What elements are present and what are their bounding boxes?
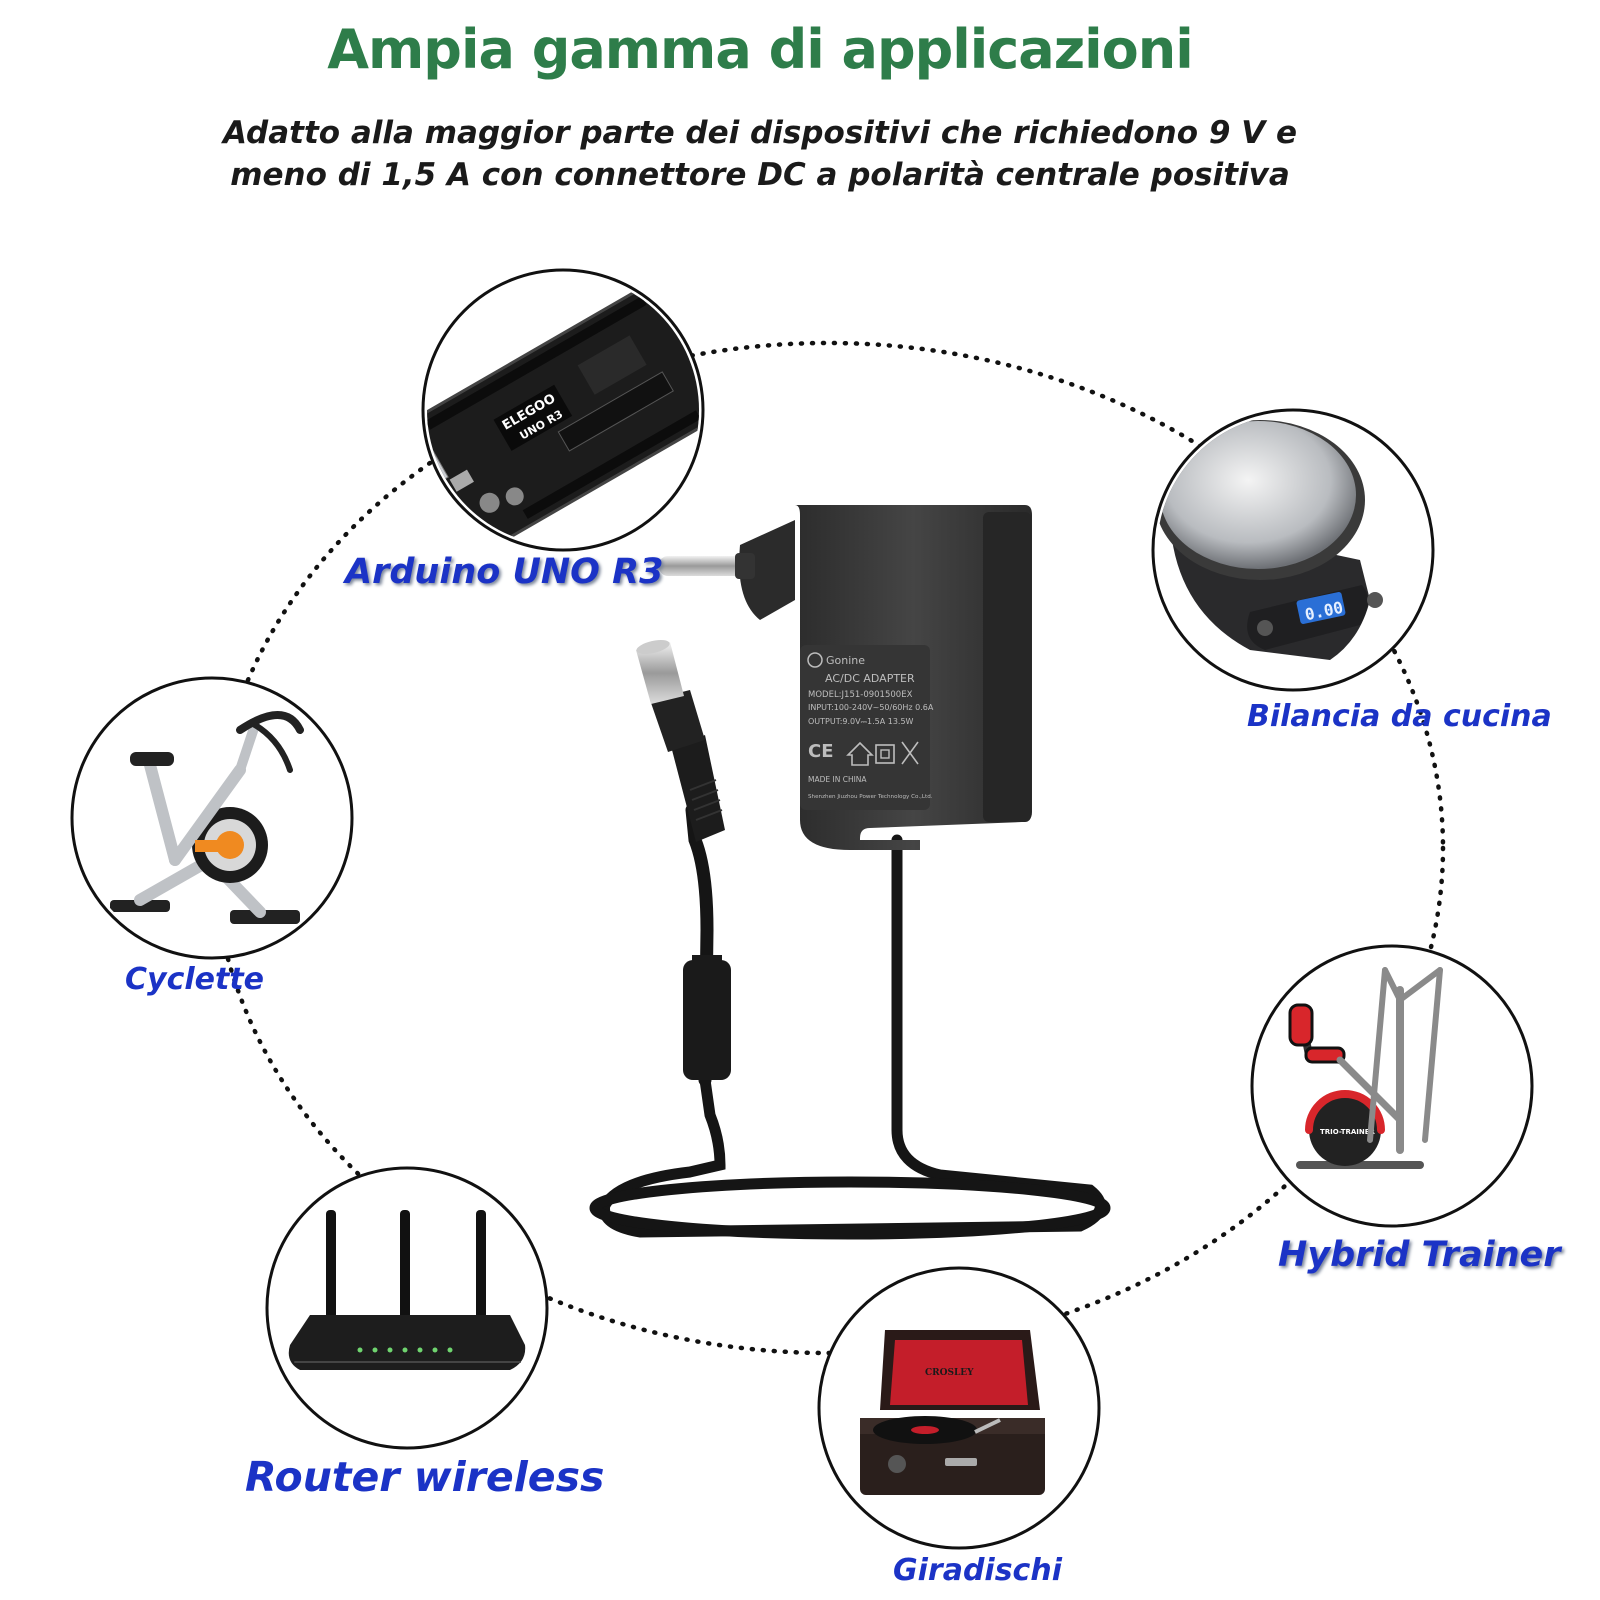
adapter-type: AC/DC ADAPTER — [825, 672, 915, 685]
adapter-model: MODEL:J151-0901500EX — [808, 690, 913, 700]
label-router: Router wireless — [245, 1453, 605, 1501]
page-title: Ampia gamma di applicazioni — [327, 18, 1194, 81]
label-turntable: Giradischi — [893, 1553, 1062, 1588]
indoor-use-icon — [846, 741, 874, 766]
weee-bin-icon — [901, 741, 919, 765]
adapter-maker: Shenzhen Jiuzhou Power Technology Co.,Lt… — [808, 794, 933, 800]
ferrite-core — [683, 960, 731, 1080]
adapter-input: INPUT:100-240V~50/60Hz 0.6A — [808, 703, 934, 712]
turntable-brand: CROSLEY — [925, 1368, 974, 1378]
record-player-icon: CROSLEY — [860, 1330, 1045, 1495]
double-insulation-icon — [875, 744, 895, 764]
dotted-ring — [210, 340, 1446, 1356]
power-adapter-icon — [659, 505, 1032, 850]
label-cyclette: Cyclette — [125, 962, 265, 997]
subtitle-line-1: Adatto alla maggior parte dei dispositiv… — [222, 115, 1298, 151]
label-arduino: Arduino UNO R3 — [345, 552, 664, 592]
power-cable — [589, 803, 1111, 1240]
kitchen-scale-icon: 0.00 — [1157, 420, 1383, 660]
page-subtitle: Adatto alla maggior parte dei dispositiv… — [170, 112, 1350, 196]
dc-plug-icon — [636, 640, 725, 842]
adapter-brand: Gonine — [826, 654, 865, 667]
subtitle-line-2: meno di 1,5 A con connettore DC a polari… — [230, 157, 1290, 193]
adapter-output: OUTPUT:9.0V⎓1.5A 13.5W — [808, 717, 914, 726]
label-hybrid-trainer: Hybrid Trainer — [1278, 1235, 1561, 1275]
adapter-origin: MADE IN CHINA — [808, 775, 867, 784]
ce-mark-icon: CE — [808, 741, 834, 762]
label-kitchen-scale: Bilancia da cucina — [1247, 699, 1552, 734]
hybrid-trainer-icon: TRIO-TRAINER — [1288, 967, 1443, 1169]
exercise-bike-icon — [110, 711, 304, 924]
wireless-router-icon — [288, 1210, 526, 1370]
adapter-label: Gonine AC/DC ADAPTER MODEL:J151-0901500E… — [807, 652, 934, 800]
trainer-brand: TRIO-TRAINER — [1320, 1128, 1376, 1136]
